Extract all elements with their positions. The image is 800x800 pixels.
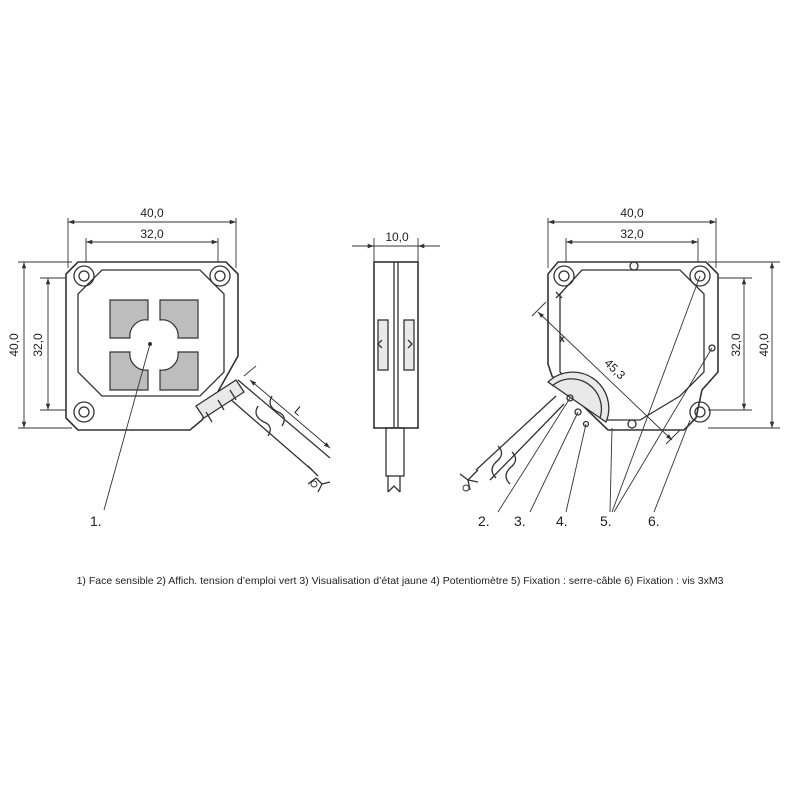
callout-2: 2. bbox=[478, 513, 490, 529]
dim-cable-length: L bbox=[292, 403, 306, 418]
sensing-face-pad bbox=[109, 351, 149, 391]
side-view bbox=[352, 238, 440, 493]
dim-rear-height-inner: 32,0 bbox=[729, 333, 743, 357]
callout-5: 5. bbox=[600, 513, 612, 529]
callout-3: 3. bbox=[514, 513, 526, 529]
callout-4: 4. bbox=[556, 513, 568, 529]
callout-6: 6. bbox=[648, 513, 660, 529]
dim-rear-height-outer: 40,0 bbox=[757, 333, 771, 357]
dim-front-width-outer: 40,0 bbox=[140, 206, 164, 220]
dim-rear-width-inner: 32,0 bbox=[620, 227, 644, 241]
dim-side-thickness: 10,0 bbox=[385, 230, 409, 244]
mounting-hole bbox=[689, 401, 711, 423]
sensing-face-pad bbox=[159, 351, 199, 391]
mounting-hole bbox=[73, 401, 95, 423]
sensing-face-pad bbox=[109, 299, 149, 339]
front-view bbox=[18, 218, 331, 511]
sensing-face-pad bbox=[159, 299, 199, 339]
dim-front-height-inner: 32,0 bbox=[31, 333, 45, 357]
dim-rear-width-outer: 40,0 bbox=[620, 206, 644, 220]
legend-caption: 1) Face sensible 2) Affich. tension d’em… bbox=[76, 575, 724, 587]
mounting-hole bbox=[209, 265, 231, 287]
dim-front-width-inner: 32,0 bbox=[140, 227, 164, 241]
mounting-hole bbox=[689, 265, 711, 287]
rear-view bbox=[459, 218, 780, 513]
mounting-hole bbox=[553, 265, 575, 287]
mounting-hole bbox=[73, 265, 95, 287]
dim-front-height-outer: 40,0 bbox=[7, 333, 21, 357]
callout-1: 1. bbox=[90, 513, 102, 529]
